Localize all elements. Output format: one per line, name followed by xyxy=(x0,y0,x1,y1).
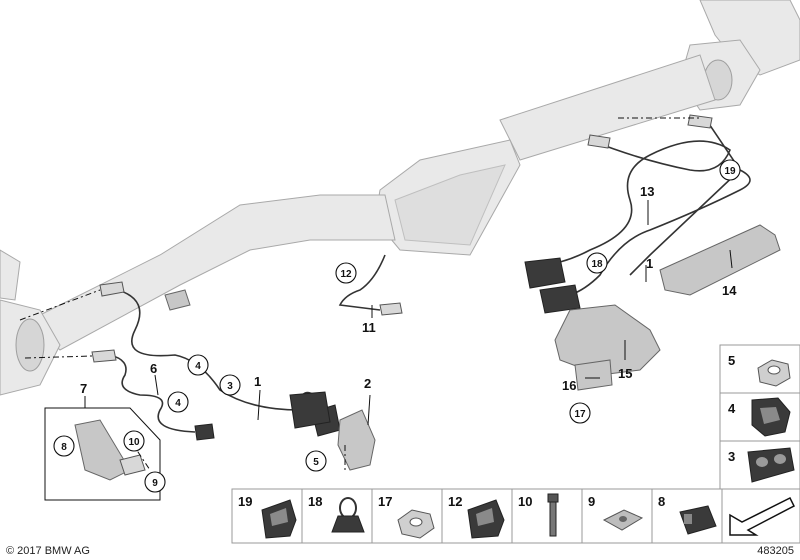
side-part-3[interactable]: 3 xyxy=(719,440,800,490)
label-13: 13 xyxy=(640,184,654,199)
bottom-part-9[interactable]: 9 xyxy=(581,488,653,544)
exhaust-system xyxy=(0,0,800,396)
callout-4-lower: 4 xyxy=(175,398,181,409)
callout-18: 18 xyxy=(591,259,603,270)
svg-text:18: 18 xyxy=(308,494,322,509)
label-2: 2 xyxy=(364,376,371,391)
label-16: 16 xyxy=(562,378,576,393)
callout-8: 8 xyxy=(61,442,67,453)
leader-lines xyxy=(44,200,733,501)
label-6: 6 xyxy=(150,361,157,376)
connector-icon xyxy=(679,505,717,535)
cable-clip-icon xyxy=(751,397,791,437)
callout-17: 17 xyxy=(574,409,586,420)
callout-9: 9 xyxy=(152,478,158,489)
spring-nut-icon xyxy=(602,509,644,531)
bolt-icon xyxy=(547,493,559,537)
callout-10: 10 xyxy=(128,437,140,448)
bottom-part-arrow[interactable] xyxy=(721,488,800,544)
svg-text:17: 17 xyxy=(378,494,392,509)
clip-icon xyxy=(331,497,365,533)
label-1-right: 1 xyxy=(646,256,653,271)
bottom-part-18[interactable]: 18 xyxy=(301,488,373,544)
cable-holder-icon xyxy=(467,499,505,539)
side-parts-column: 5 4 3 xyxy=(719,344,800,490)
part-labels: 1 1 2 6 7 11 13 14 15 16 xyxy=(80,184,737,396)
label-15: 15 xyxy=(618,366,632,381)
callout-3: 3 xyxy=(227,381,233,392)
callout-19: 19 xyxy=(724,166,736,177)
copyright: © 2017 BMW AG xyxy=(6,545,90,557)
nut-icon xyxy=(757,359,791,387)
label-11: 11 xyxy=(362,320,376,335)
arrow-icon xyxy=(729,496,796,536)
image-number: 483205 xyxy=(757,545,794,557)
double-clip-icon xyxy=(747,447,795,483)
nut-icon xyxy=(397,509,435,539)
svg-text:5: 5 xyxy=(728,353,735,368)
svg-text:12: 12 xyxy=(448,494,462,509)
cable-holder-icon xyxy=(261,499,297,539)
bottom-parts-row: 19 18 17 12 xyxy=(231,488,800,544)
guide-lines xyxy=(19,117,700,471)
svg-text:3: 3 xyxy=(728,449,735,464)
bottom-part-8[interactable]: 8 xyxy=(651,488,723,544)
svg-text:8: 8 xyxy=(658,494,665,509)
callout-4-upper: 4 xyxy=(195,361,201,372)
label-1-left: 1 xyxy=(254,374,261,389)
label-7: 7 xyxy=(80,381,87,396)
bottom-part-19[interactable]: 19 xyxy=(231,488,303,544)
bottom-part-10[interactable]: 10 xyxy=(511,488,583,544)
callout-5: 5 xyxy=(313,457,319,468)
svg-text:4: 4 xyxy=(728,401,736,416)
svg-text:10: 10 xyxy=(518,494,532,509)
side-part-4[interactable]: 4 xyxy=(719,392,800,442)
circled-callouts: 3 4 4 5 8 9 10 12 17 18 19 xyxy=(53,159,741,493)
bottom-part-12[interactable]: 12 xyxy=(441,488,513,544)
svg-text:19: 19 xyxy=(238,494,252,509)
label-14: 14 xyxy=(722,283,737,298)
side-part-5[interactable]: 5 xyxy=(719,344,800,394)
callout-12: 12 xyxy=(340,269,352,280)
wiring-harness xyxy=(74,114,781,481)
svg-text:9: 9 xyxy=(588,494,595,509)
bottom-part-17[interactable]: 17 xyxy=(371,488,443,544)
